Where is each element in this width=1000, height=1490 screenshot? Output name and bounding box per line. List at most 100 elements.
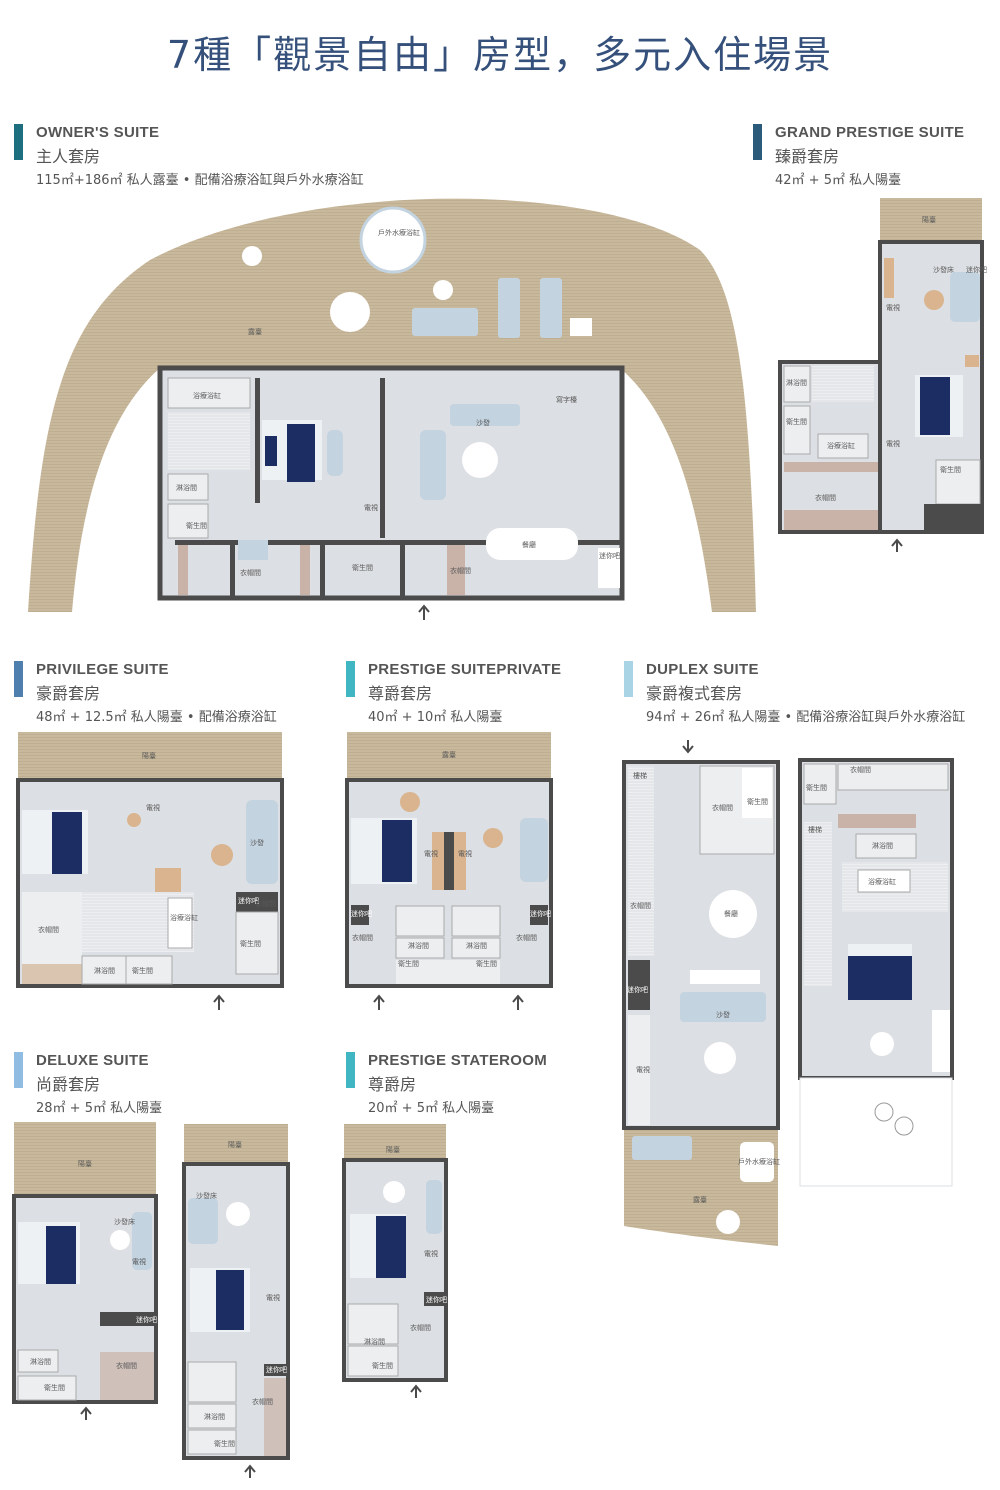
prestige-suite-bed: [382, 820, 412, 882]
prestige-suite-tv2-label: 電視: [458, 849, 472, 858]
duplex-terrace-label: 露臺: [693, 1195, 707, 1204]
deluxe-shower-label: 淋浴間: [30, 1357, 51, 1366]
privilege-toilet2-label: 衛生間: [132, 966, 153, 975]
prestige-suite-name-en: PRESTIGE SUITEPRIVATE: [368, 661, 562, 678]
prestige-suite-wardrobe-label: 衣帽間: [352, 933, 373, 942]
owners-wardrobe2-label: 衣帽間: [450, 566, 471, 575]
grand-tv2-label: 電視: [886, 439, 900, 448]
privilege-bed: [52, 812, 82, 874]
owners-suite-name-en: OWNER'S SUITE: [36, 124, 160, 141]
stateroom-balcony-label: 陽臺: [386, 1145, 400, 1154]
prestige-suite-toilet-label: 衛生間: [398, 959, 419, 968]
prestige-suite-minibar-label: 迷你吧: [351, 909, 372, 918]
privilege-suite-area: 48㎡ + 12.5㎡ 私人陽臺 • 配備浴療浴缸: [36, 710, 277, 725]
duplex-up-tub-label: 浴療浴缸: [868, 877, 896, 886]
deluxe-suite-area: 28㎡ + 5㎡ 私人陽臺: [36, 1101, 163, 1116]
owners-bed: [287, 424, 315, 482]
privilege-color-bar: [14, 661, 23, 697]
duplex-up-wardrobe-label: 衣帽間: [850, 765, 871, 774]
duplex-stairs-label: 樓梯: [633, 771, 647, 780]
deluxe-b-tv-label: 電視: [266, 1293, 280, 1302]
prestige-suite-shower2-label: 淋浴間: [466, 941, 487, 950]
deluxe-suite-plan: 陽臺 沙發床 電視 迷你吧 淋浴間 衣帽間 衛生間 陽臺 沙發床 電視 迷你吧 …: [12, 1122, 290, 1478]
owners-suite-area: 115㎡+186㎡ 私人露臺 • 配備浴療浴缸與戶外水療浴缸: [36, 173, 364, 188]
stateroom-name-en: PRESTIGE STATEROOM: [368, 1052, 548, 1069]
prestige-suite-wardrobe2-label: 衣帽間: [516, 933, 537, 942]
owners-shower-label: 淋浴間: [176, 483, 197, 492]
duplex-suite-name-zh: 豪爵複式套房: [646, 684, 743, 703]
prestige-suite-color-bar: [346, 661, 355, 697]
deluxe-sofa-bed-label: 沙發床: [114, 1217, 135, 1226]
prestige-stateroom-plan: 陽臺 電視 迷你吧 衣帽間 淋浴間 衛生間: [342, 1124, 448, 1398]
page-title: 7種「觀景自由」房型，多元入住場景: [166, 33, 834, 77]
stateroom-toilet-label: 衛生間: [372, 1361, 393, 1370]
grand-shower-label: 淋浴間: [786, 378, 807, 387]
privilege-wardrobe-label: 衣帽間: [38, 925, 59, 934]
grand-minibar-label: 迷你吧: [966, 265, 987, 274]
stateroom-area: 20㎡ + 5㎡ 私人陽臺: [368, 1101, 495, 1116]
grand-balcony-label: 陽臺: [922, 215, 936, 224]
stateroom-name-zh: 尊爵房: [368, 1075, 417, 1094]
owners-sofa-label: 沙發: [476, 418, 490, 427]
duplex-tv-label: 電視: [636, 1065, 650, 1074]
prestige-suite-area: 40㎡ + 10㎡ 私人陽臺: [368, 710, 503, 725]
prestige-suite-name-zh: 尊爵套房: [368, 684, 433, 703]
prestige-suite-tv-label: 電視: [424, 849, 438, 858]
duplex-wardrobe2-label: 衣帽間: [630, 901, 651, 910]
grand-tv-label: 電視: [886, 303, 900, 312]
duplex-dining-label: 餐廳: [724, 909, 738, 918]
owners-dining-label: 餐廳: [522, 540, 536, 549]
owners-terrace-deck: [28, 198, 756, 613]
deluxe-b-minibar-label: 迷你吧: [266, 1365, 287, 1374]
duplex-up-stairs-label: 樓梯: [808, 825, 822, 834]
grand-suite-name-en: GRAND PRESTIGE SUITE: [775, 124, 965, 141]
privilege-suite-name-zh: 豪爵套房: [36, 684, 101, 703]
duplex-wardrobe-label: 衣帽間: [712, 803, 733, 812]
duplex-sofa-label: 沙發: [716, 1010, 730, 1019]
duplex-suite-area: 94㎡ + 26㎡ 私人陽臺 • 配備浴療浴缸與戶外水療浴缸: [646, 710, 966, 725]
duplex-up-toilet-label: 衛生間: [806, 783, 827, 792]
grand-sofa-bed-label: 沙發床: [933, 265, 954, 274]
deluxe-color-bar: [14, 1052, 23, 1088]
grand-suite-area: 42㎡ + 5㎡ 私人陽臺: [775, 173, 902, 188]
privilege-shower-label: 淋浴間: [94, 966, 115, 975]
prestige-suite-terrace-label: 露臺: [442, 750, 456, 759]
grand-toilet-label: 衛生間: [786, 417, 807, 426]
prestige-suite-toilet2-label: 衛生間: [476, 959, 497, 968]
prestige-suite-plan: 露臺 電視 電視 迷你吧 迷你吧 衣帽間 衣帽間 淋浴間 淋浴間 衛生間 衛生間: [345, 732, 553, 1010]
duplex-suite-plan: 樓梯 衣帽間 衛生間 衣帽間 餐廳 迷你吧 沙發 電視 戶外水療浴缸 露臺 衣帽…: [622, 740, 954, 1246]
owners-wardrobe-label: 衣帽間: [240, 568, 261, 577]
privilege-therapy-tub-label: 浴療浴缸: [170, 913, 198, 922]
privilege-suite-plan: 陽臺 電視 沙發 迷你吧 衣帽間 衣帽間 浴療浴缸 衛生間 淋浴間 衛生間: [16, 732, 284, 1010]
deluxe-suite-name-zh: 尚爵套房: [36, 1075, 101, 1094]
deluxe-a-bed: [46, 1226, 76, 1284]
grand-color-bar: [753, 124, 762, 160]
duplex-minibar-label: 迷你吧: [627, 985, 648, 994]
stateroom-wardrobe-label: 衣帽間: [410, 1323, 431, 1332]
prestige-suite-minibar2-label: 迷你吧: [530, 909, 551, 918]
privilege-minibar-label: 迷你吧: [238, 896, 259, 905]
privilege-suite-name-en: PRIVILEGE SUITE: [36, 661, 169, 678]
stateroom-color-bar: [346, 1052, 355, 1088]
privilege-toilet-label: 衛生間: [240, 939, 261, 948]
grand-toilet2-label: 衛生間: [940, 465, 961, 474]
privilege-wardrobe2-label: 衣帽間: [255, 899, 276, 908]
grand-bed: [920, 377, 950, 435]
deluxe-balcony-label: 陽臺: [78, 1159, 92, 1168]
grand-wardrobe-label: 衣帽間: [815, 493, 836, 502]
deluxe-suite-name-en: DELUXE SUITE: [36, 1052, 149, 1069]
duplex-outdoor-spa-label: 戶外水療浴缸: [738, 1157, 780, 1166]
privilege-sofa-label: 沙發: [250, 838, 264, 847]
owners-terrace-label: 露臺: [248, 327, 262, 336]
deluxe-b-sofa-bed-label: 沙發床: [196, 1191, 217, 1200]
deluxe-b-balcony-label: 陽臺: [228, 1140, 242, 1149]
owners-desk-label: 寫字檯: [556, 395, 577, 404]
deluxe-b-shower-label: 淋浴間: [204, 1412, 225, 1421]
owners-suite-name-zh: 主人套房: [36, 147, 101, 166]
owners-toilet-label: 衛生間: [186, 521, 207, 530]
owners-tv-label: 電視: [364, 503, 378, 512]
grand-prestige-plan: 陽臺 沙發床 迷你吧 電視 淋浴間 衛生間 浴療浴缸 電視 衛生間 衣帽間: [778, 198, 987, 552]
owners-color-bar: [14, 124, 23, 160]
deluxe-toilet-label: 衛生間: [44, 1383, 65, 1392]
